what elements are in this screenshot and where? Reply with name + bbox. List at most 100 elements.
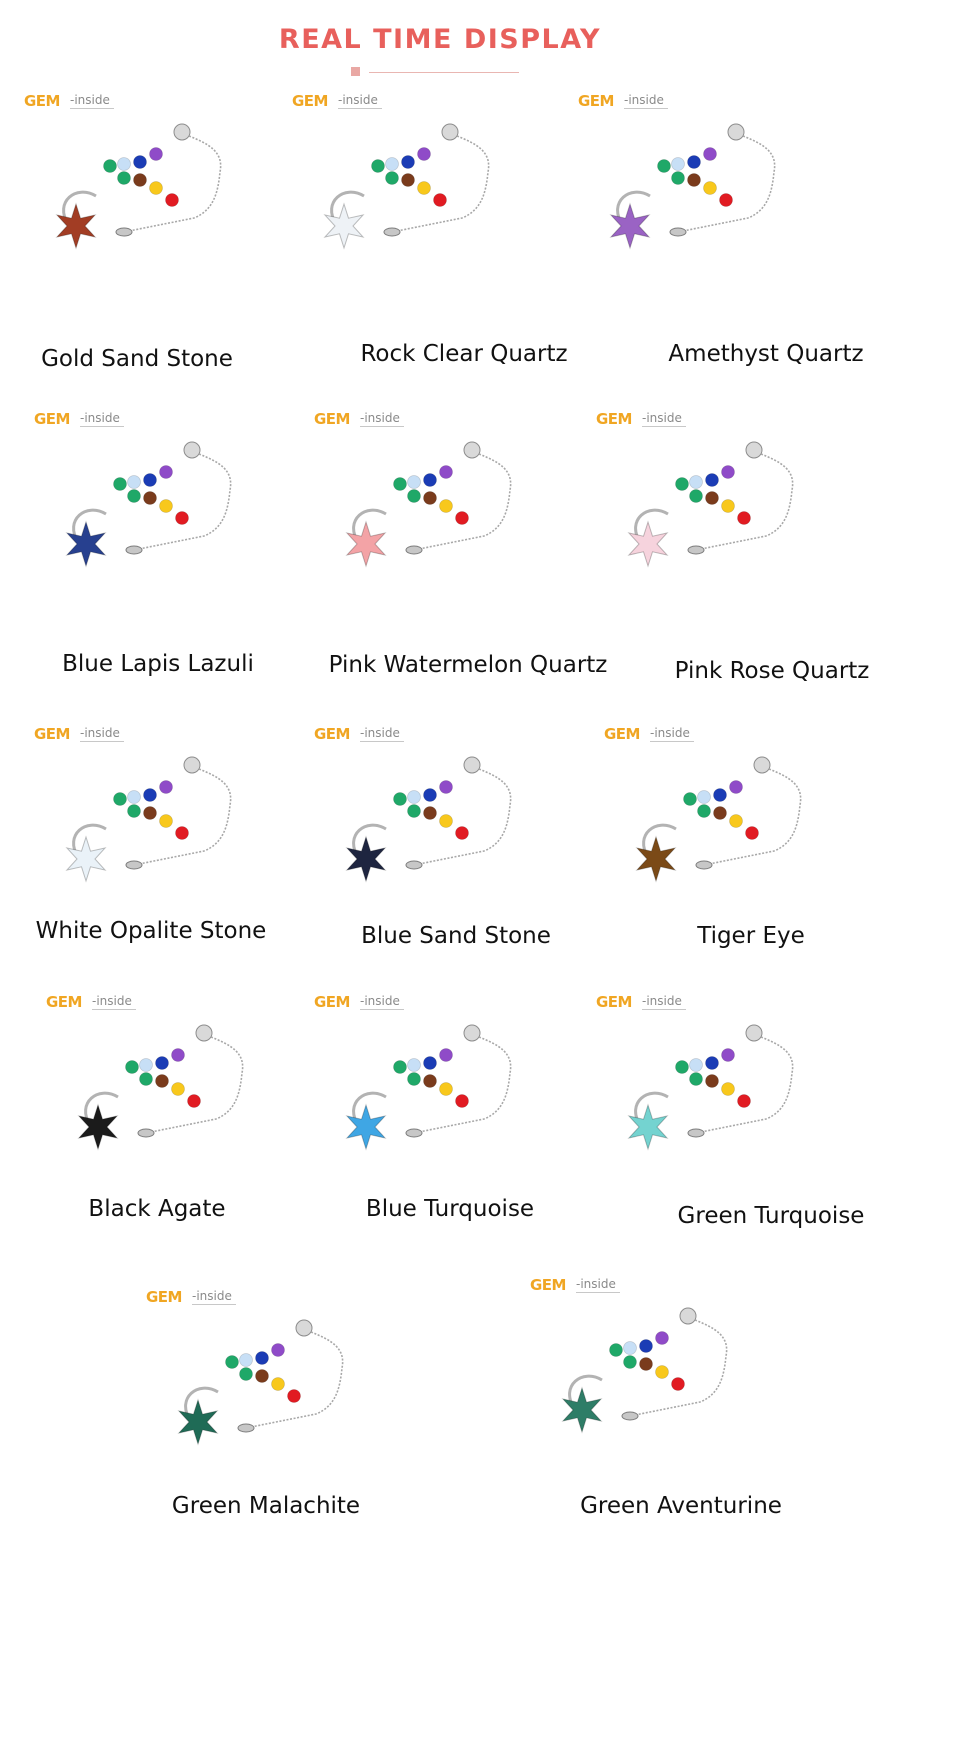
product-card[interactable]: GEM-inside: [24, 92, 264, 292]
bead: [417, 147, 431, 161]
merkaba-stone: [345, 1103, 387, 1151]
bead: [423, 1074, 437, 1088]
brand-logo-underline: [360, 1009, 404, 1010]
product-card[interactable]: GEM-inside: [596, 993, 836, 1193]
clasp: [687, 545, 705, 555]
product-name: White Opalite Stone: [35, 918, 267, 944]
bead: [239, 1353, 253, 1367]
product-name: Black Agate: [88, 1196, 226, 1222]
silver-cap-bead: [173, 123, 191, 141]
brand-logo-inside: -inside: [360, 726, 400, 740]
product-card[interactable]: GEM-inside: [146, 1288, 386, 1488]
title-divider: [351, 67, 519, 77]
bead: [171, 1082, 185, 1096]
product-card[interactable]: GEM-inside: [314, 410, 554, 610]
brand-logo-inside: -inside: [642, 411, 682, 425]
bead: [423, 1056, 437, 1070]
bead: [159, 780, 173, 794]
brand-logo-gem: GEM: [530, 1276, 567, 1294]
bead: [657, 159, 671, 173]
clasp: [669, 227, 687, 237]
bead: [729, 780, 743, 794]
bead: [423, 788, 437, 802]
bead: [675, 477, 689, 491]
bead: [159, 499, 173, 513]
product-card[interactable]: GEM-inside: [34, 410, 274, 610]
bead: [737, 1094, 751, 1108]
bead: [703, 181, 717, 195]
chain: [413, 768, 512, 866]
clasp: [137, 1128, 155, 1138]
bead: [689, 475, 703, 489]
product-name: Rock Clear Quartz: [360, 341, 568, 367]
product-card[interactable]: GEM-inside: [578, 92, 818, 292]
silver-cap-bead: [745, 1024, 763, 1042]
merkaba-stone: [627, 520, 669, 568]
bead: [125, 1060, 139, 1074]
bead: [407, 489, 421, 503]
brand-logo-underline: [624, 108, 668, 109]
product-card[interactable]: GEM-inside: [604, 725, 844, 925]
product-card[interactable]: GEM-inside: [46, 993, 286, 1193]
bead: [385, 171, 399, 185]
brand-logo: GEM-inside: [596, 993, 706, 1015]
bead: [393, 1060, 407, 1074]
divider-square: [351, 67, 360, 76]
product-card[interactable]: GEM-inside: [34, 725, 274, 925]
chain: [695, 453, 794, 551]
merkaba-stone: [345, 835, 387, 883]
brand-logo: GEM-inside: [604, 725, 714, 747]
brand-logo-gem: GEM: [24, 92, 61, 110]
merkaba-stone: [55, 202, 97, 250]
brand-logo: GEM-inside: [578, 92, 688, 114]
brand-logo-underline: [642, 426, 686, 427]
bead: [171, 1048, 185, 1062]
merkaba-stone: [323, 202, 365, 250]
bead: [143, 806, 157, 820]
bead: [155, 1056, 169, 1070]
clasp: [405, 1128, 423, 1138]
clasp: [125, 860, 143, 870]
silver-cap-bead: [463, 756, 481, 774]
bead: [623, 1355, 637, 1369]
pendulum-image: [323, 123, 490, 250]
chain: [133, 453, 232, 551]
merkaba-stone: [65, 835, 107, 883]
brand-logo: GEM-inside: [530, 1276, 640, 1298]
silver-cap-bead: [195, 1024, 213, 1042]
product-name: Tiger Eye: [697, 923, 805, 949]
chain: [629, 1319, 728, 1417]
silver-cap-bead: [463, 1024, 481, 1042]
pendulum-image: [55, 123, 222, 250]
brand-logo: GEM-inside: [24, 92, 134, 114]
bead: [697, 804, 711, 818]
brand-logo: GEM-inside: [292, 92, 402, 114]
bead: [393, 477, 407, 491]
bead: [139, 1072, 153, 1086]
product-card[interactable]: GEM-inside: [596, 410, 836, 610]
bead: [745, 826, 759, 840]
clasp: [405, 545, 423, 555]
bead: [133, 173, 147, 187]
bead: [149, 147, 163, 161]
merkaba-stone: [627, 1103, 669, 1151]
brand-logo-inside: -inside: [80, 726, 120, 740]
bead: [455, 511, 469, 525]
bead: [683, 792, 697, 806]
bead: [417, 181, 431, 195]
product-card[interactable]: GEM-inside: [314, 725, 554, 925]
product-name: Green Turquoise: [677, 1203, 865, 1229]
product-card[interactable]: GEM-inside: [530, 1276, 770, 1476]
product-card[interactable]: GEM-inside: [292, 92, 532, 292]
bead: [423, 473, 437, 487]
bead: [439, 1048, 453, 1062]
bead: [721, 465, 735, 479]
silver-cap-bead: [463, 441, 481, 459]
brand-logo-inside: -inside: [360, 994, 400, 1008]
product-name: Green Aventurine: [580, 1493, 782, 1519]
bead: [433, 193, 447, 207]
clasp: [695, 860, 713, 870]
product-card[interactable]: GEM-inside: [314, 993, 554, 1193]
bead: [165, 193, 179, 207]
merkaba-stone: [635, 835, 677, 883]
